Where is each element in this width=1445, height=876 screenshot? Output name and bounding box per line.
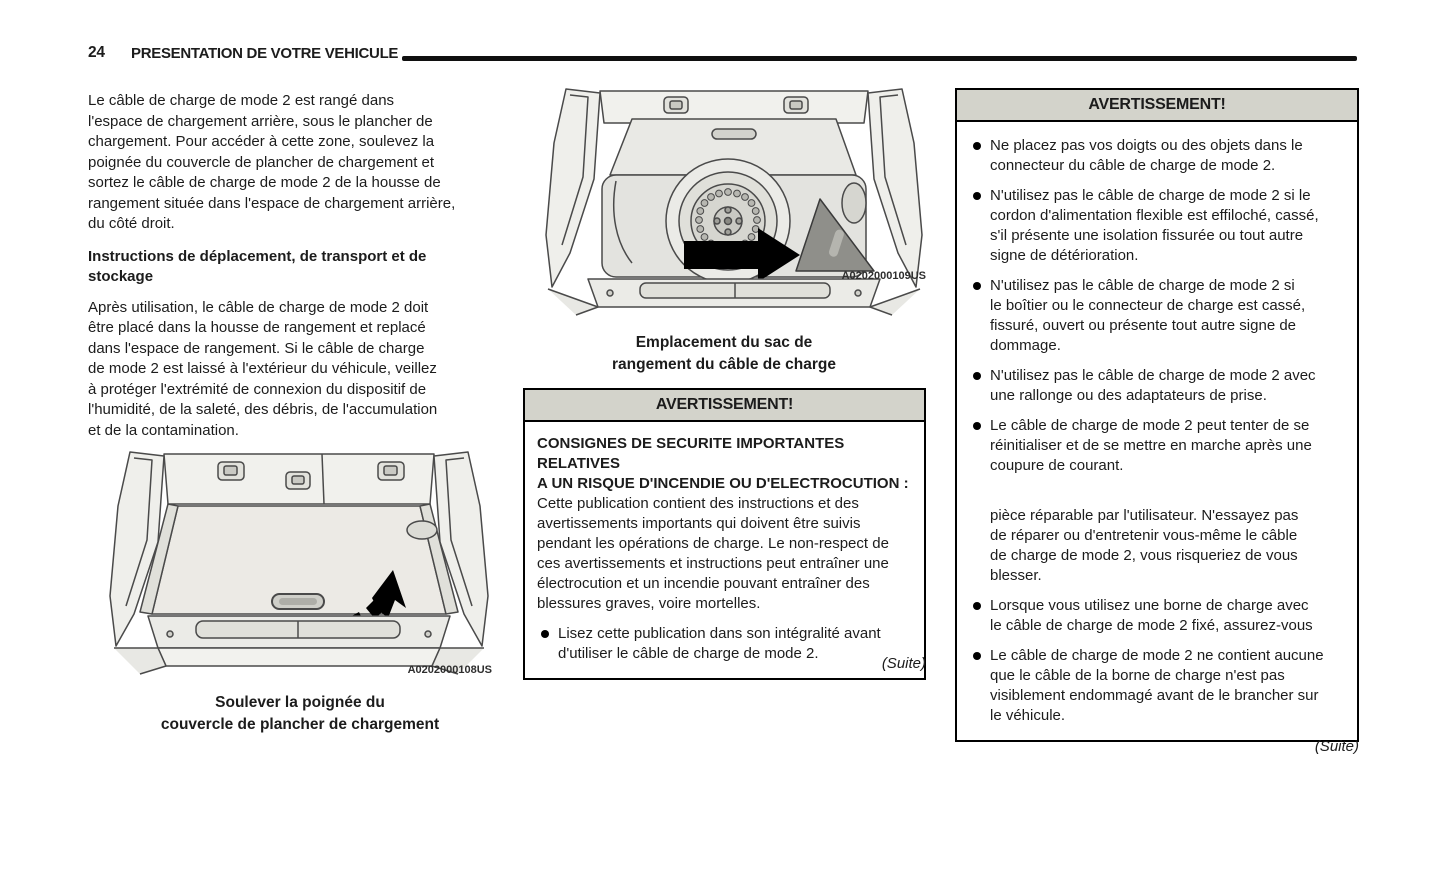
page-title: PRESENTATION DE VOTRE VEHICULE — [131, 45, 399, 62]
paragraph-cable-storage: Le câble de charge de mode 2 est rangé d… — [88, 92, 456, 232]
side-cubby — [406, 520, 438, 540]
warning-item-text: Le câble de charge de mode 2 peut tenter… — [990, 417, 1312, 474]
warning-list-item: N'utilisez pas le câble de charge de mod… — [969, 276, 1345, 356]
warning-list-item: N'utilisez pas le câble de charge de mod… — [969, 186, 1345, 266]
warning-box-fire-safety: AVERTISSEMENT! CONSIGNES DE SECURITE IMP… — [523, 388, 926, 680]
figure-cargo-floor-handle: A0202000108US — [100, 446, 498, 678]
warning-item-text: N'utilisez pas le câble de charge de mod… — [990, 187, 1319, 264]
header-rule — [402, 56, 1357, 61]
warning-item-text: N'utilisez pas le câble de charge de mod… — [990, 277, 1306, 354]
warning-lead-bold: CONSIGNES DE SECURITE IMPORTANTES RELATI… — [537, 435, 909, 492]
bullet-icon — [973, 192, 981, 200]
bullet-icon — [973, 652, 981, 660]
bullet-icon — [973, 422, 981, 430]
warning-body: Ne placez pas vos doigts ou des objets d… — [957, 122, 1357, 740]
left-column: Le câble de charge de mode 2 est rangé d… — [88, 91, 518, 441]
storage-bag — [795, 198, 875, 272]
warning-lead: CONSIGNES DE SECURITE IMPORTANTES RELATI… — [537, 434, 912, 614]
warning-list-item: N'utilisez pas le câble de charge de mod… — [969, 366, 1345, 406]
bullet-icon — [973, 282, 981, 290]
warning-item-text: Le câble de charge de mode 2 ne contient… — [990, 647, 1324, 724]
suite-note-middle: (Suite) — [881, 655, 926, 672]
heading-instructions: Instructions de déplacement, de transpor… — [88, 247, 427, 286]
warning-title: AVERTISSEMENT! — [957, 90, 1357, 122]
seat-backs — [599, 90, 869, 124]
bullet-icon — [973, 142, 981, 150]
warning-item-text: N'utilisez pas le câble de charge de mod… — [990, 367, 1316, 404]
warning-title: AVERTISSEMENT! — [525, 390, 924, 422]
right-pillar — [433, 451, 489, 647]
cargo-floor-illustration: A0202000108US — [109, 451, 492, 676]
cover-handle — [711, 128, 757, 140]
figure-cargo-spare-tire: A0202000109US — [536, 83, 932, 321]
right-pillar — [867, 88, 923, 288]
warning-continuation-text: pièce réparable par l'utilisateur. N'ess… — [969, 506, 1345, 586]
warning-list-item: Ne placez pas vos doigts ou des objets d… — [969, 136, 1345, 176]
warning-list-item: Le câble de charge de mode 2 ne contient… — [969, 646, 1345, 726]
caption-lift-handle: Soulever la poignée du couvercle de plan… — [160, 694, 440, 733]
page-number: 24 — [88, 44, 105, 61]
caption-storage-bag: Emplacement du sac de rangement du câble… — [612, 334, 836, 373]
left-pillar — [109, 451, 165, 647]
bullet-icon — [973, 602, 981, 610]
left-pillar — [545, 88, 601, 288]
warning-item-text: Lisez cette publication dans son intégra… — [558, 625, 881, 662]
warning-list-item: Le câble de charge de mode 2 peut tenter… — [969, 416, 1345, 476]
suite-note-right: (Suite) — [1314, 738, 1359, 755]
figure-code: A0202000109US — [842, 270, 926, 282]
warning-item-text: Lorsque vous utilisez une borne de charg… — [990, 597, 1313, 634]
direction-arrow — [684, 228, 800, 282]
warning-item-text: pièce réparable par l'utilisateur. N'ess… — [990, 507, 1299, 584]
floor-handle — [271, 593, 325, 610]
paragraph-after-use: Après utilisation, le câble de charge de… — [88, 298, 438, 439]
warning-item-text: Ne placez pas vos doigts ou des objets d… — [990, 137, 1303, 174]
warning-list-item: Lisez cette publication dans son intégra… — [537, 624, 912, 664]
bullet-icon — [973, 372, 981, 380]
bullet-icon — [541, 630, 549, 638]
figure-code: A0202000108US — [408, 664, 492, 676]
warning-list-item: Lorsque vous utilisez une borne de charg… — [969, 596, 1345, 636]
warning-box-cable-usage: AVERTISSEMENT! Ne placez pas vos doigts … — [955, 88, 1359, 742]
warning-lead-rest: Cette publication contient des instructi… — [537, 495, 889, 612]
warning-body: CONSIGNES DE SECURITE IMPORTANTES RELATI… — [525, 422, 924, 678]
spare-tire-illustration: A0202000109US — [545, 88, 926, 316]
